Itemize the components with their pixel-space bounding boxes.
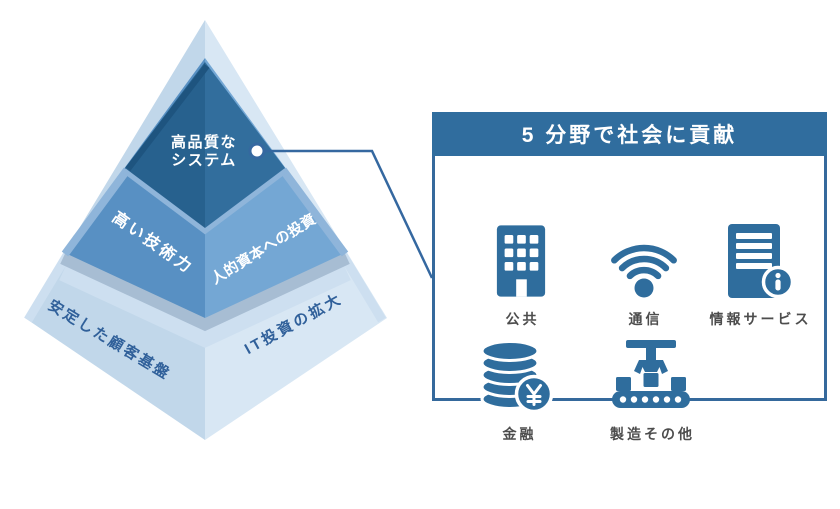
field-label: 金融 — [502, 426, 537, 442]
panel-header: 5 分野で社会に貢献 — [432, 112, 827, 156]
panel-body: 公共 通信 — [432, 156, 827, 442]
field-label: 通信 — [628, 311, 663, 327]
field-item-manufacturing: 製造その他 — [589, 337, 713, 444]
middle-tier-shadow — [60, 252, 350, 332]
middle-tier-underlight — [59, 263, 351, 348]
field-item-telecom: 通信 — [582, 222, 706, 329]
top-tier-right-face — [205, 62, 285, 228]
field-label: 公共 — [505, 311, 540, 327]
field-item-public: 公共 — [459, 222, 583, 329]
top-tier-edge-shade — [125, 64, 210, 171]
factory-conveyor-icon — [610, 337, 692, 415]
field-item-it-services: 情報サービス — [697, 222, 821, 329]
building-icon — [494, 222, 548, 300]
top-tier-label-line1: 高品質な — [171, 133, 237, 151]
field-label: 情報サービス — [709, 311, 812, 327]
coins-yen-icon — [479, 337, 557, 415]
middle-tier-inner-bevel — [122, 167, 288, 235]
middle-tier-bevel-left — [61, 167, 131, 257]
top-tier-left-face — [125, 62, 205, 228]
middle-tier-bevel-right — [279, 167, 349, 257]
panel-title: 5 分野で社会に貢献 — [521, 124, 738, 147]
connector-line — [265, 149, 434, 279]
field-label: 製造その他 — [610, 426, 695, 442]
top-tier-label-line2: システム — [171, 152, 237, 169]
field-item-finance: 金融 — [456, 337, 580, 444]
fields-panel: 5 分野で社会に貢献 — [432, 112, 827, 442]
wifi-icon — [606, 222, 682, 300]
server-info-icon — [722, 222, 796, 300]
connector — [248, 142, 434, 279]
connector-dot — [248, 142, 266, 160]
pyramid-tier-top — [125, 62, 285, 228]
